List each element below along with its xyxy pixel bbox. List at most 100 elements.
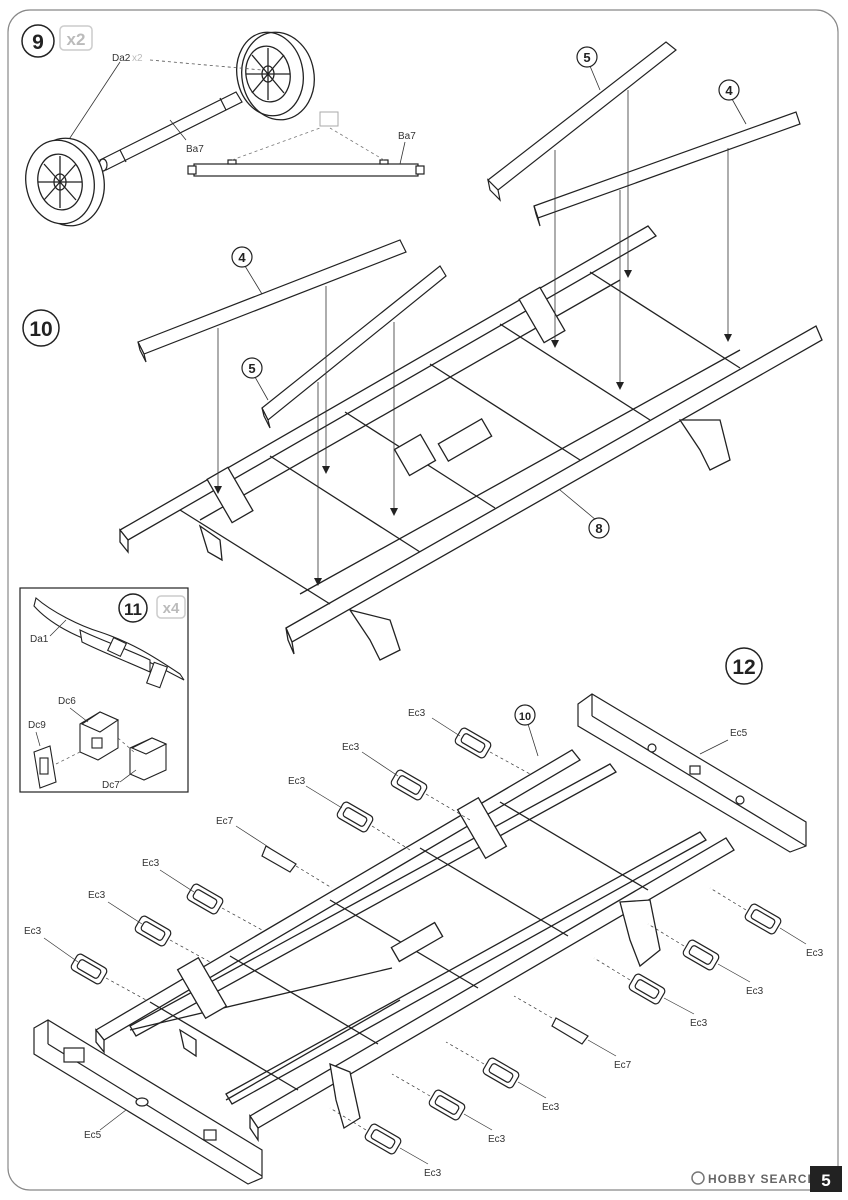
page-border [7, 9, 839, 1191]
part-label-ba7-shaft: Ba7 [186, 144, 204, 155]
callout-5-right [576, 46, 598, 68]
part-label-da1: Da1 [30, 634, 49, 645]
clip-right-1 [682, 939, 720, 971]
clip-right-6 [364, 1123, 402, 1155]
wheel-left [25, 137, 105, 227]
block-dc7 [129, 737, 168, 781]
step-9-number: 9 [32, 31, 44, 54]
clip-label-left: Ec3 [408, 708, 426, 719]
step-9-multiplier-box [59, 25, 93, 51]
watermark-logo-icon [691, 1171, 705, 1185]
step-9: 9 x2 Da2 x [21, 24, 425, 227]
clip-guides-right [329, 887, 807, 1165]
wheel-right [236, 31, 315, 121]
clip-right-4 [482, 1057, 520, 1089]
leader-4-left [244, 265, 263, 295]
step-12-badge [725, 647, 763, 685]
step-11: 11 x4 Da1 Dc6 Dc9 D [19, 587, 189, 793]
step-10-badge [22, 309, 60, 347]
clip-guides-left [43, 717, 531, 1001]
callout-4-right-text: 4 [725, 83, 733, 98]
part-da2-multiplier: x2 [132, 53, 143, 64]
leader-4-right [731, 98, 747, 125]
callout-4-right [718, 79, 740, 101]
clip-right-5 [428, 1089, 466, 1121]
part-label-ec5-front: Ec5 [84, 1130, 102, 1141]
step-9-multiplier: x2 [67, 30, 86, 49]
part-label-dc6: Dc6 [58, 696, 76, 707]
clip-label-right: Ec3 [806, 948, 824, 959]
part-label-da2: Da2 [112, 53, 131, 64]
leader-dc7 [119, 769, 137, 783]
clip-left-3 [261, 845, 297, 873]
step-11-number: 11 [124, 600, 142, 619]
callout-5-left [241, 357, 263, 379]
callout-10 [514, 704, 536, 726]
leader-da2-dash [149, 59, 263, 71]
step-9-badge [21, 24, 55, 58]
chassis-frame [119, 225, 823, 661]
drop-guides [217, 90, 729, 578]
part-label-dc9: Dc9 [28, 720, 46, 731]
clip-right-2 [628, 973, 666, 1005]
leader-5-left [254, 376, 269, 401]
clip-label-right: Ec3 [488, 1134, 506, 1145]
clip-right-3 [551, 1017, 589, 1045]
leader-ec5-front [99, 1109, 127, 1131]
page-number: 5 [821, 1171, 830, 1190]
clip-label-left: Ec3 [342, 742, 360, 753]
step-12: 12 Ec5 [24, 647, 824, 1185]
clip-label-left: Ec3 [24, 926, 42, 937]
leaf-spring [33, 596, 185, 689]
rail-5-left [261, 265, 447, 429]
beam-ba7 [187, 159, 425, 177]
clip-label-left: Ec3 [88, 890, 106, 901]
part-label-dc7: Dc7 [102, 780, 120, 791]
watermark-text: HOBBY SEARCH [708, 1172, 817, 1186]
step-11-badge [118, 593, 148, 623]
clips-left [70, 727, 492, 985]
leader-dc9 [35, 731, 41, 747]
leader-ba7-shaft [169, 119, 187, 141]
rail-4-left [137, 239, 407, 363]
part-label-ba7-beam: Ba7 [398, 131, 416, 142]
clip-label-right: Ec3 [690, 1018, 708, 1029]
callout-8-text: 8 [595, 521, 602, 536]
step-10: 10 [22, 41, 823, 661]
clip-left-5 [134, 915, 172, 947]
callout-8 [588, 517, 610, 539]
axle-shaft [98, 91, 243, 172]
bracket-dc6 [79, 711, 120, 761]
rail-5-right [487, 41, 677, 202]
clip-label-right: Ec7 [614, 1060, 632, 1071]
clip-label-right: Ec3 [746, 986, 764, 997]
clip-left-2 [336, 801, 374, 833]
clip-label-left: Ec3 [288, 776, 306, 787]
callout-4-left-text: 4 [238, 250, 246, 265]
clip-labels-left: Ec3 Ec3 Ec3 Ec7 Ec3 Ec3 Ec3 [24, 708, 426, 937]
front-beam-ec5 [33, 1019, 263, 1185]
clips-right [364, 903, 782, 1155]
step-11-multiplier-box [156, 595, 186, 619]
footer: HOBBY SEARCH 5 [691, 1166, 842, 1192]
leader-ba7-beam [399, 141, 406, 165]
step-12-number: 12 [732, 656, 755, 679]
leader-5-right [589, 65, 601, 91]
glue-dash-1 [231, 127, 321, 161]
clip-left-4 [186, 883, 224, 915]
plate-dc9 [33, 745, 57, 789]
step-11-multiplier: x4 [163, 600, 180, 617]
clip-left-1 [390, 769, 428, 801]
leader-10 [527, 723, 539, 757]
leader-dc6 [69, 707, 89, 723]
clip-left-0 [454, 727, 492, 759]
clip-label-right: Ec3 [424, 1168, 442, 1179]
page-number-tab [810, 1166, 842, 1192]
leader-8 [559, 489, 597, 521]
callout-10-text: 10 [519, 711, 531, 723]
frame-assembly [95, 749, 735, 1143]
glue-dash-2 [329, 127, 385, 161]
glue-icon [319, 111, 339, 127]
leader-ec5-rear [699, 739, 729, 755]
